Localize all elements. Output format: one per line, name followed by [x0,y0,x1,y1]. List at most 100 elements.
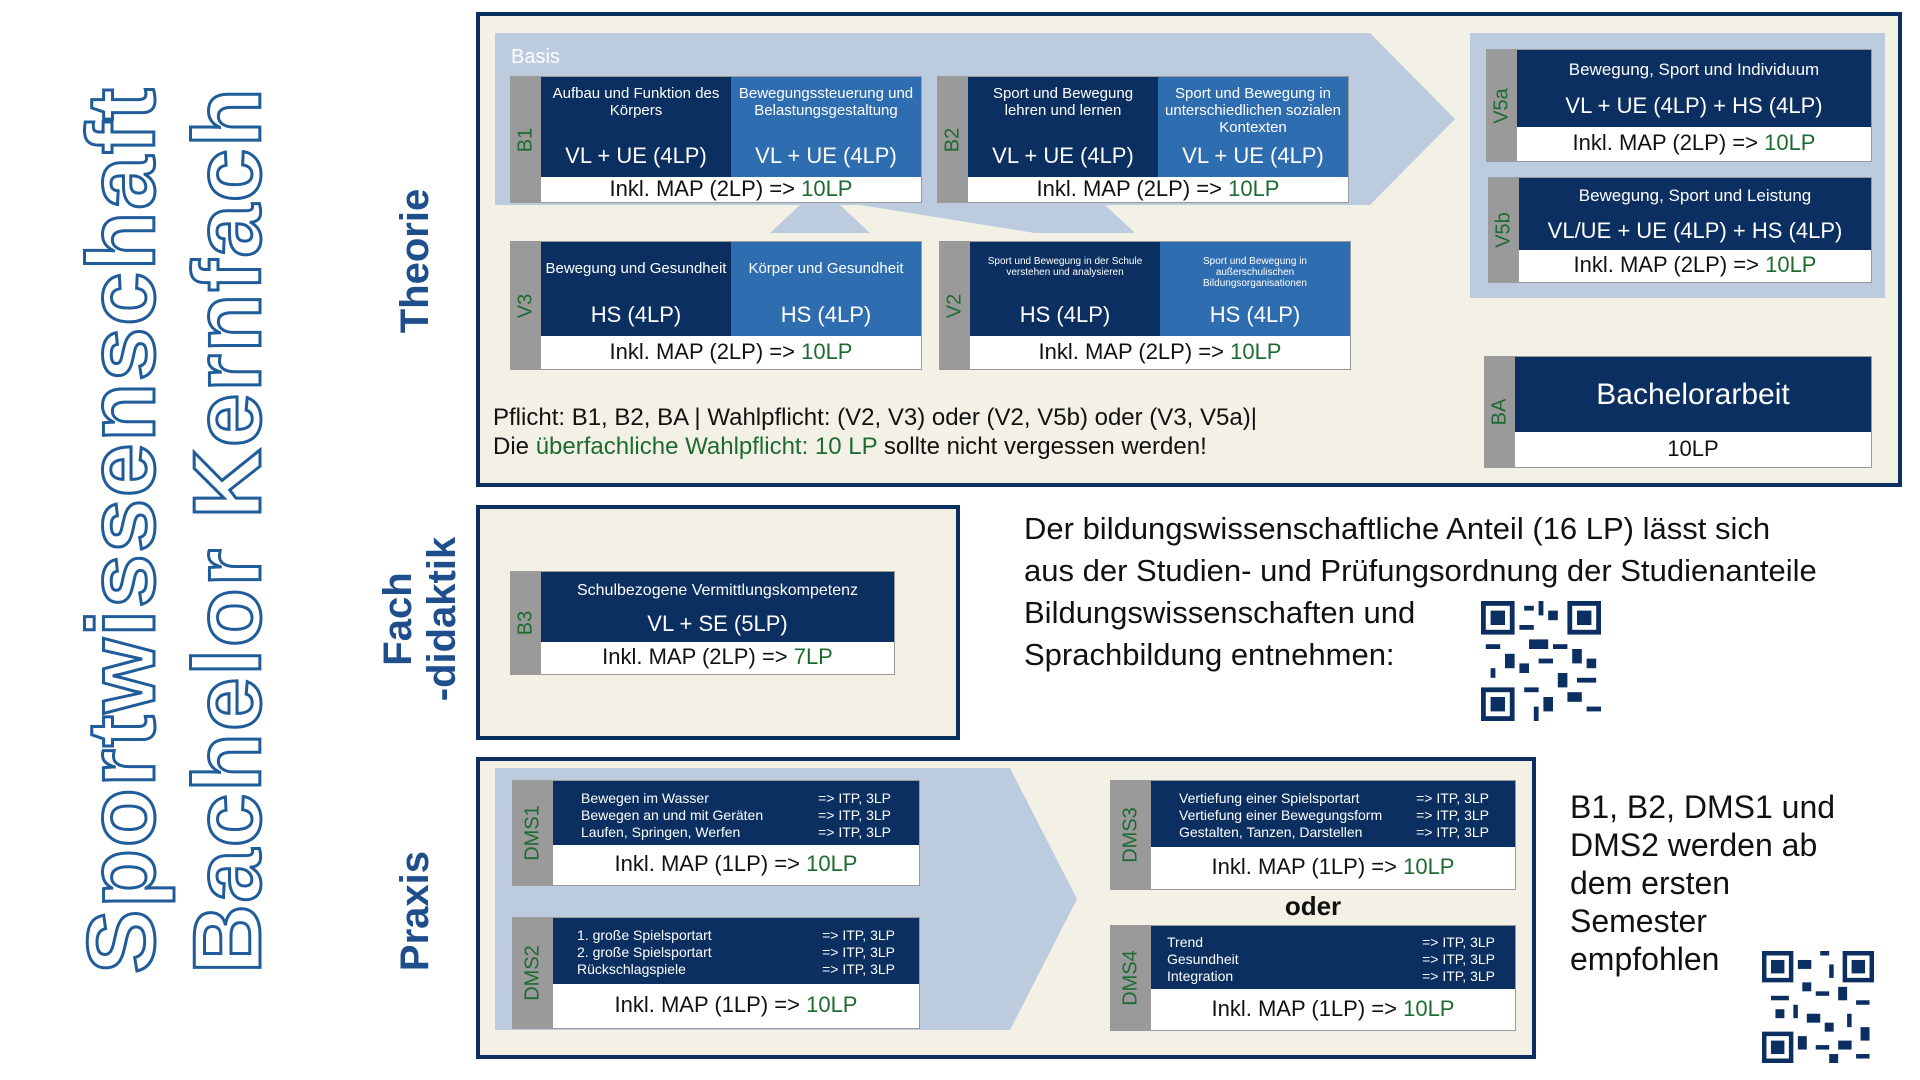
b2-foot-pre: Inkl. MAP (2LP) => [1036,176,1222,201]
dms4-foot-lp: 10LP [1403,996,1455,1021]
dms3-foot-pre: Inkl. MAP (1LP) => [1211,854,1397,879]
module-ba[interactable]: BA Bachelorarbeit 10LP [1484,356,1872,468]
ba-lp: 10LP [1667,436,1719,461]
v5a-type: VL + UE (4LP) + HS (4LP) [1565,93,1823,118]
module-v3-id: V3 [514,293,537,318]
module-dms3-id: DMS3 [1119,807,1142,863]
dms2-list: 1. große Spielsportart=> ITP, 3LP 2. gro… [553,918,919,984]
v5b-foot-pre: Inkl. MAP (2LP) => [1573,252,1759,277]
dms4-row-2: Gesundheit=> ITP, 3LP [1167,951,1495,967]
v5a-title: Bewegung, Sport und Individuum [1568,60,1820,79]
module-v5b-id: V5b [1492,212,1515,248]
module-b3[interactable]: B3 Schulbezogene Vermittlungskompetenz V… [510,571,895,675]
section-praxis: Praxis [393,850,437,972]
b2-right-title: Sport und Bewegung in unterschiedlichen … [1165,85,1341,136]
module-v5a-id: V5a [1490,87,1513,124]
b3-foot-pre: Inkl. MAP (2LP) => [602,644,788,669]
empf-line-2: DMS2 werden ab [1570,827,1818,863]
module-b1[interactable]: B1 Aufbau und Funktion des Körpers VL + … [510,76,922,203]
v3-left-title: Bewegung und Gesundheit [545,260,727,277]
module-b3-id: B3 [514,610,537,636]
title-line-1: Sportwissenschaft [67,85,177,976]
v5b-foot-lp: 10LP [1765,252,1817,277]
wahlpflicht-highlight: überfachliche Wahlpflicht: 10 LP [535,433,878,460]
module-dms2-id: DMS2 [521,945,544,1001]
section-theorie: Theorie [393,188,437,334]
oder-label: oder [1284,891,1342,921]
module-v3[interactable]: V3 Bewegung und Gesundheit HS (4LP) Körp… [510,241,922,370]
dms3-row-2: Vertiefung einer Bewegungsform=> ITP, 3L… [1179,807,1489,823]
dms4-row-3: Integration=> ITP, 3LP [1167,968,1495,984]
v2-right-type: HS (4LP) [1209,302,1301,327]
module-b2-id: B2 [941,127,964,152]
v5a-foot-pre: Inkl. MAP (2LP) => [1572,130,1758,155]
section-fach-line1: Fach [376,572,420,666]
ba-title: Bachelorarbeit [1515,357,1871,432]
v5b-type: VL/UE + UE (4LP) + HS (4LP) [1547,218,1843,243]
b1-left-title: Aufbau und Funktion des Körpers [552,85,720,119]
v3-left-type: HS (4LP) [590,302,682,327]
page-title: Sportwissenschaft Bachelor Kernfach [67,60,283,1000]
empf-line-3: dem ersten [1570,865,1731,901]
basis-label: Basis [511,46,560,68]
dms1-row-2: Bewegen an und mit Geräten=> ITP, 3LP [581,807,891,823]
dms2-row-1: 1. große Spielsportart=> ITP, 3LP [577,927,895,943]
section-fach-line2: -didaktik [420,536,464,702]
pflicht-line: Pflicht: B1, B2, BA | Wahlpflicht: (V2, … [493,404,1257,431]
dms1-foot-pre: Inkl. MAP (1LP) => [614,851,800,876]
module-ba-id: BA [1488,398,1511,426]
bildung-line-1: Der bildungswissenschaftliche Anteil (16… [1024,511,1771,546]
module-v5b[interactable]: V5b Bewegung, Sport und Leistung VL/UE +… [1488,177,1872,283]
dms3-foot-lp: 10LP [1403,854,1455,879]
module-b2[interactable]: B2 Sport und Bewegung lehren und lernen … [937,76,1349,203]
dms4-row-1: Trend=> ITP, 3LP [1167,934,1495,950]
dms2-foot-pre: Inkl. MAP (1LP) => [614,992,800,1017]
module-dms3[interactable]: DMS3 Vertiefung einer Spielsportart=> IT… [1110,780,1516,890]
bildung-line-3: Bildungswissenschaften und [1024,595,1416,630]
b2-foot-lp: 10LP [1228,176,1280,201]
v5a-foot-lp: 10LP [1764,130,1816,155]
bildung-line-2: aus der Studien- und Prüfungsordnung der… [1024,553,1817,588]
b1-foot-pre: Inkl. MAP (2LP) => [609,176,795,201]
v2-left-type: HS (4LP) [1019,302,1111,327]
dms3-row-3: Gestalten, Tanzen, Darstellen=> ITP, 3LP [1179,824,1489,840]
dms4-foot-pre: Inkl. MAP (1LP) => [1211,996,1397,1021]
dms1-row-3: Laufen, Springen, Werfen=> ITP, 3LP [581,824,891,840]
bildung-line-4: Sprachbildung entnehmen: [1024,637,1395,672]
v2-right-title: Sport und Bewegung in außerschulischen B… [1203,256,1307,289]
b1-left-type: VL + UE (4LP) [565,143,707,168]
section-fachdidaktik: Fach -didaktik [370,520,470,720]
dms2-row-3: Rückschlagspiele=> ITP, 3LP [577,961,895,977]
module-dms4-id: DMS4 [1119,950,1142,1006]
v2-left-title: Sport und Bewegung in der Schule versteh… [987,256,1143,278]
dms1-foot-lp: 10LP [806,851,858,876]
dms2-foot-lp: 10LP [806,992,858,1017]
b1-right-type: VL + UE (4LP) [755,143,897,168]
v3-right-type: HS (4LP) [780,302,872,327]
module-dms1[interactable]: DMS1 Bewegen im Wasser=> ITP, 3LP Bewege… [512,780,920,886]
v3-right-title: Körper und Gesundheit [748,260,904,277]
module-dms1-id: DMS1 [521,805,544,861]
qr-code-bildung[interactable] [1481,601,1601,721]
dms3-row-1: Vertiefung einer Spielsportart=> ITP, 3L… [1179,790,1489,806]
b3-title: Schulbezogene Vermittlungskompetenz [576,582,859,599]
dms1-list: Bewegen im Wasser=> ITP, 3LP Bewegen an … [553,781,919,845]
b3-type: VL + SE (5LP) [647,611,788,636]
qr-code-empfehlung[interactable] [1762,951,1874,1063]
wahlpflicht-line: Die überfachliche Wahlpflicht: 10 LP sol… [493,433,1207,460]
b2-left-title: Sport und Bewegung lehren und lernen [992,85,1134,119]
b1-foot-lp: 10LP [801,176,853,201]
v2-foot-pre: Inkl. MAP (2LP) => [1038,339,1224,364]
module-dms4[interactable]: DMS4 Trend=> ITP, 3LP Gesundheit=> ITP, … [1110,925,1516,1031]
dms2-row-2: 2. große Spielsportart=> ITP, 3LP [577,944,895,960]
dms4-list: Trend=> ITP, 3LP Gesundheit=> ITP, 3LP I… [1151,926,1515,989]
dms3-list: Vertiefung einer Spielsportart=> ITP, 3L… [1151,781,1515,847]
empfehlung-text: B1, B2, DMS1 und DMS2 werden ab dem erst… [1570,788,1835,978]
module-v5a[interactable]: V5a Bewegung, Sport und Individuum VL + … [1486,49,1872,162]
v3-foot-pre: Inkl. MAP (2LP) => [609,339,795,364]
bildung-text: Der bildungswissenschaftliche Anteil (16… [1024,508,1817,676]
b2-left-type: VL + UE (4LP) [992,143,1134,168]
module-dms2[interactable]: DMS2 1. große Spielsportart=> ITP, 3LP 2… [512,917,920,1029]
dms1-row-1: Bewegen im Wasser=> ITP, 3LP [581,790,891,806]
module-v2[interactable]: V2 Sport und Bewegung in der Schule vers… [939,241,1351,370]
